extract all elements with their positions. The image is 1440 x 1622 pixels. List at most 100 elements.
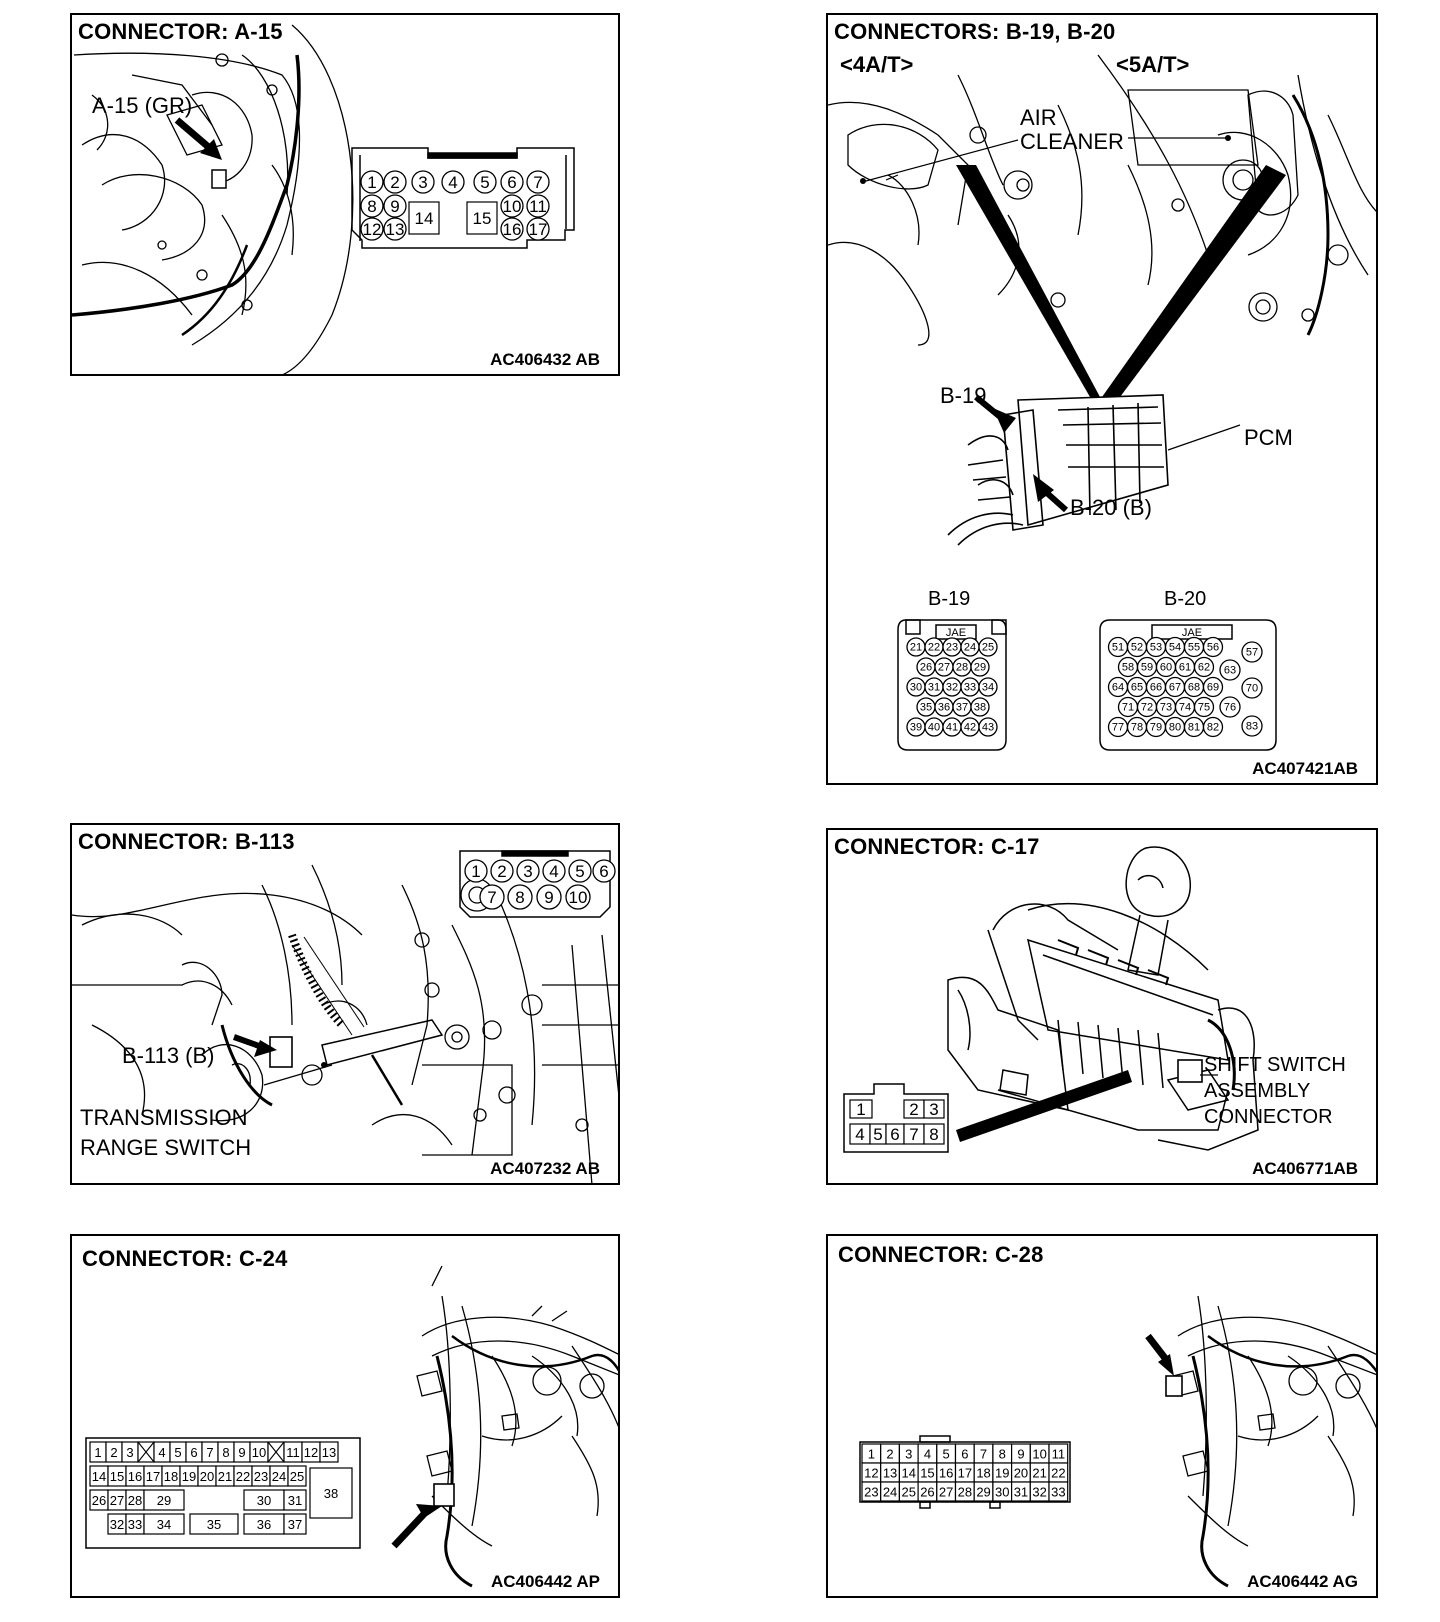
pin-label: 24	[272, 1469, 286, 1484]
b20-maker-mark: JAE	[1182, 627, 1202, 639]
pin-label: 19	[995, 1466, 1009, 1481]
pin-label: 16	[939, 1466, 953, 1481]
pin-label: 24	[883, 1485, 897, 1500]
pin-label: 37	[288, 1517, 302, 1532]
pin-label: 8	[999, 1447, 1006, 1462]
component-label-line1: TRANSMISSION	[80, 1105, 248, 1130]
pin-label: 2	[886, 1447, 893, 1462]
pin-83	[1241, 715, 1263, 737]
pin-label: 2	[110, 1445, 117, 1460]
pin-label: 10	[252, 1445, 266, 1460]
pin-label: 23	[254, 1469, 268, 1484]
pin-82	[1202, 716, 1224, 738]
pin-57	[1241, 641, 1263, 663]
pin-label: 42	[964, 722, 976, 734]
pin-label: 65	[1131, 682, 1143, 694]
pin-62	[1193, 656, 1215, 678]
pin-label: 54	[1169, 642, 1181, 654]
pin-label: 15	[473, 209, 492, 228]
pin-label: 8	[222, 1445, 229, 1460]
pin-15	[466, 201, 498, 235]
pin-label: 31	[928, 682, 940, 694]
pin-34	[143, 1513, 185, 1535]
b20-callout: B-20 (B)	[1070, 495, 1152, 520]
pin-38	[970, 697, 990, 717]
pin-37	[283, 1513, 307, 1535]
pin-label: 9	[390, 197, 399, 216]
pin-label: 38	[974, 702, 986, 714]
pin-label: 66	[1150, 682, 1162, 694]
pin-6	[592, 859, 616, 883]
pin-3	[411, 170, 435, 194]
pin-label: 2	[909, 1100, 918, 1119]
pin-label: 80	[1169, 722, 1181, 734]
pin-label: 74	[1179, 702, 1191, 714]
pin-label: 61	[1179, 662, 1191, 674]
pin-label: 57	[1246, 647, 1258, 659]
air-cleaner-label-line2: CLEANER	[1020, 129, 1124, 154]
pin-63	[1219, 659, 1241, 681]
pin-label: 38	[324, 1486, 338, 1501]
pin-label: 30	[910, 682, 922, 694]
b19-callout: B-19	[940, 383, 987, 408]
pin-13	[319, 1441, 339, 1463]
pin-label: 18	[164, 1469, 178, 1484]
pin-label: 1	[471, 862, 480, 881]
pin-9	[536, 884, 562, 910]
pin-label: 8	[367, 197, 376, 216]
component-label-line2: RANGE SWITCH	[80, 1135, 252, 1160]
pin-label: 22	[1051, 1466, 1065, 1481]
pin-label: 22	[928, 642, 940, 654]
b113-connector-face	[459, 850, 611, 918]
pin-label: 26	[92, 1493, 106, 1508]
pin-label: 27	[110, 1493, 124, 1508]
pin-11	[526, 194, 550, 218]
pin-label: 14	[902, 1466, 916, 1481]
pin-label: 30	[995, 1485, 1009, 1500]
pin-2	[383, 170, 407, 194]
pin-1	[849, 1099, 873, 1119]
pin-label: 83	[1246, 721, 1258, 733]
pin-38	[309, 1467, 353, 1519]
pin-label: 1	[868, 1447, 875, 1462]
pin-5	[568, 859, 592, 883]
pin-label: 34	[982, 682, 994, 694]
pin-14	[408, 201, 440, 235]
pin-70	[1241, 677, 1263, 699]
variant-label-4at: <4A/T>	[840, 52, 914, 77]
pin-label: 55	[1188, 642, 1200, 654]
pin-label: 13	[386, 220, 405, 239]
pin-label: 5	[575, 862, 584, 881]
pin-label: 37	[956, 702, 968, 714]
pin-label: 3	[905, 1447, 912, 1462]
pin-label: 16	[503, 220, 522, 239]
panel-title: CONNECTOR: A-15	[78, 19, 283, 44]
pin-8	[360, 194, 384, 218]
pin-label: 20	[200, 1469, 214, 1484]
pin-label: 1	[856, 1100, 865, 1119]
pin-4	[441, 170, 465, 194]
pin-31	[283, 1489, 307, 1511]
pin-3	[923, 1099, 945, 1119]
pin-label: 36	[257, 1517, 271, 1532]
pin-label: 7	[533, 173, 542, 192]
pin-29	[143, 1489, 185, 1511]
pin-label: 20	[1014, 1466, 1028, 1481]
pin-label: 1	[94, 1445, 101, 1460]
pin-17	[526, 217, 550, 241]
pin-label: 14	[92, 1469, 106, 1484]
pin-label: 29	[976, 1485, 990, 1500]
pin-label: 5	[873, 1125, 882, 1144]
pin-label: 3	[929, 1100, 938, 1119]
figure-code: AC407421AB	[1252, 759, 1358, 778]
pin-label: 35	[207, 1517, 221, 1532]
pin-label: 18	[976, 1466, 990, 1481]
b20-face-label: B-20	[1164, 588, 1207, 610]
pin-label: 25	[290, 1469, 304, 1484]
pin-label: 75	[1198, 702, 1210, 714]
pin-label: 23	[864, 1485, 878, 1500]
